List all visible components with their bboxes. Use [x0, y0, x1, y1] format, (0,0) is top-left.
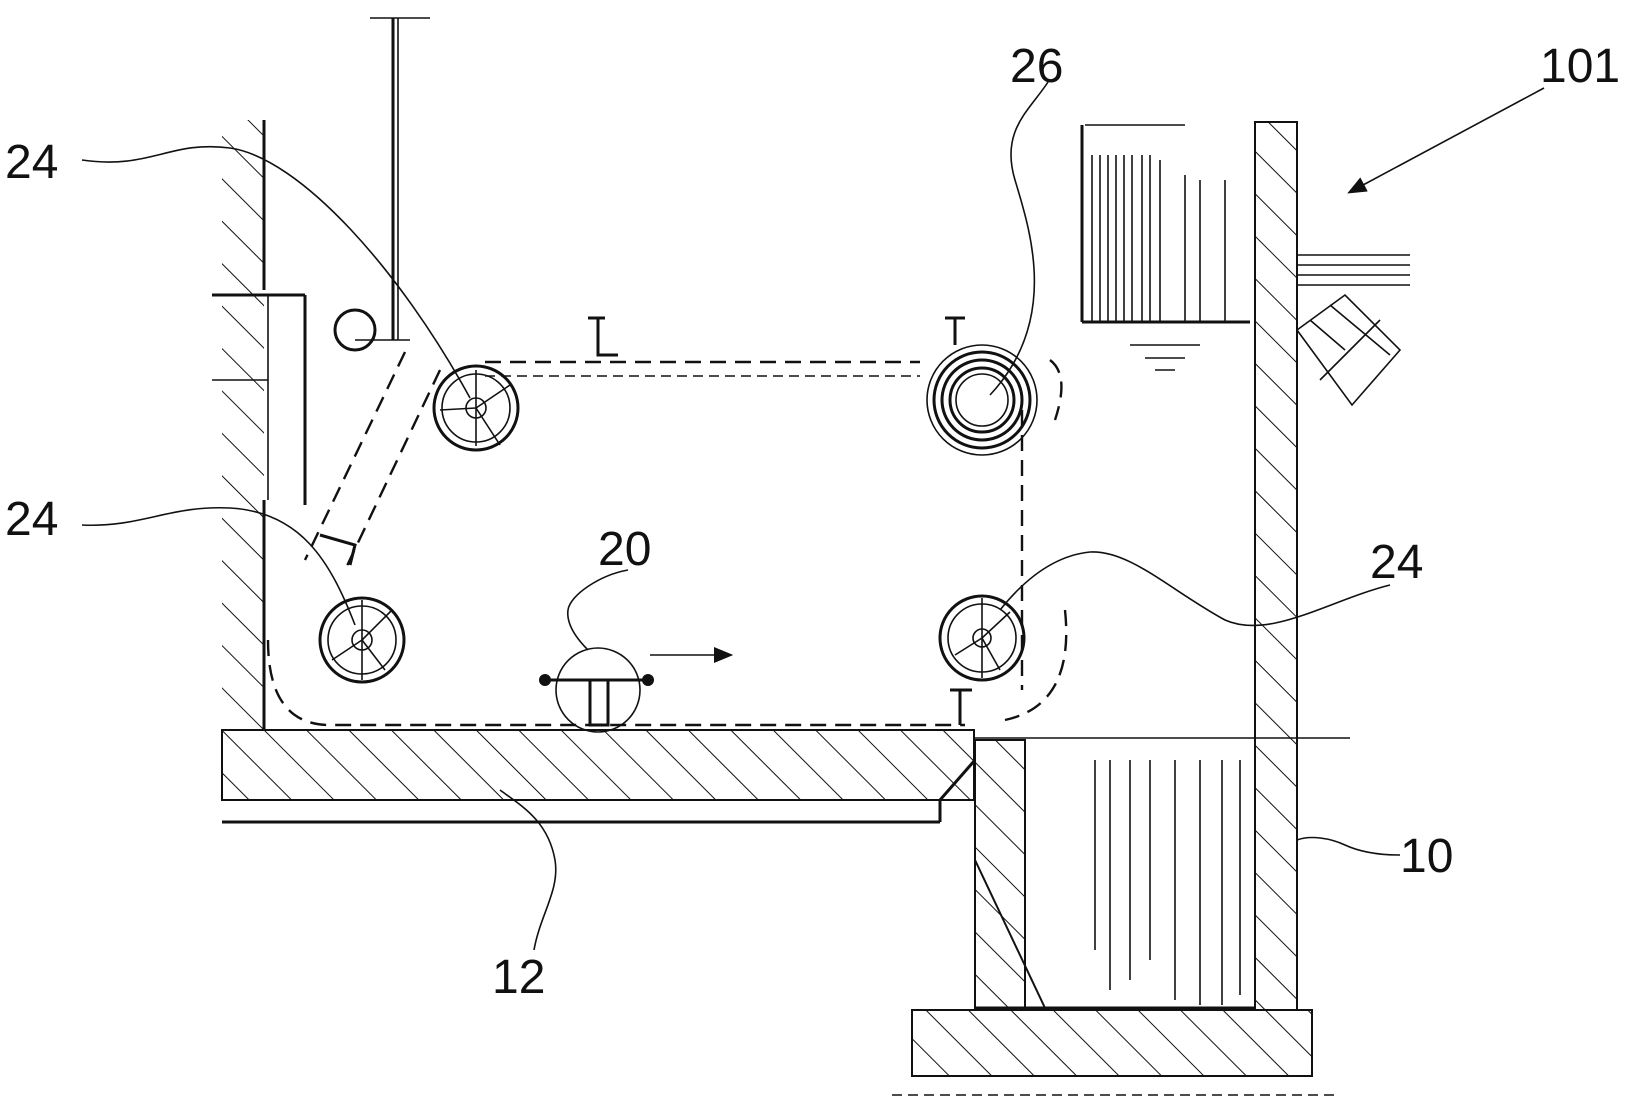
chain-flights — [319, 316, 618, 566]
label-101: 101 — [1540, 40, 1620, 93]
lower-pit — [974, 739, 1255, 1011]
left-wall — [222, 120, 266, 730]
floor-slab — [221, 729, 977, 824]
label-24-mid-left: 24 — [5, 493, 58, 546]
label-12: 12 — [492, 951, 545, 1004]
drive-shaft — [333, 17, 430, 352]
drive-sprocket-26 — [926, 316, 1038, 456]
label-26: 26 — [1010, 40, 1063, 93]
leader-lines — [81, 81, 1545, 951]
sprocket-mid-left — [318, 596, 406, 684]
sprocket-right — [938, 594, 1026, 725]
right-wall — [975, 121, 1350, 1011]
outside-ground — [1295, 254, 1410, 407]
bar-screen — [1080, 124, 1250, 371]
label-20: 20 — [598, 523, 651, 576]
conveyor-chain-path — [266, 351, 1068, 727]
label-10: 10 — [1400, 830, 1453, 883]
label-24-right: 24 — [1370, 536, 1423, 589]
foundation — [892, 1009, 1340, 1096]
label-24-top-left: 24 — [5, 136, 58, 189]
left-chute — [212, 293, 307, 505]
sprocket-top-left — [432, 364, 520, 452]
scraper-flight-20 — [539, 647, 734, 733]
